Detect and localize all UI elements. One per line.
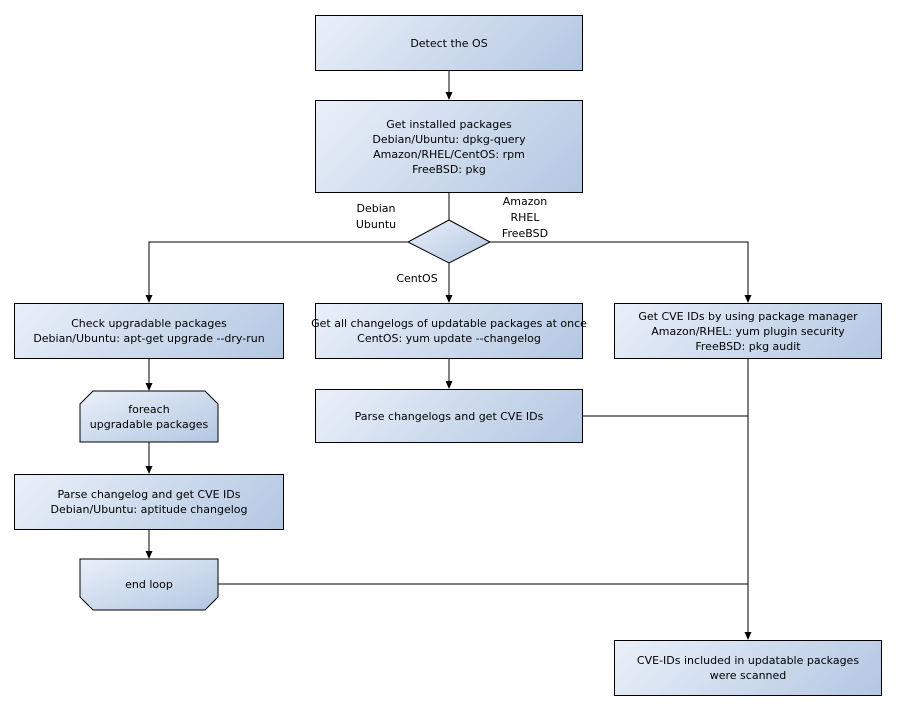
arrowhead [145, 295, 153, 303]
edge-label-line: FreeBSD [501, 227, 549, 240]
node-check-upgradable-packages: Check upgradable packages Debian/Ubuntu:… [14, 303, 284, 359]
arrowhead [445, 295, 453, 303]
edge-label-amazon-rhel-freebsd: Amazon RHEL FreeBSD [485, 194, 565, 242]
node-cve-ids-scanned: CVE-IDs included in updatable packages w… [614, 640, 882, 696]
end-loop-shape [79, 558, 219, 611]
node-text-line: FreeBSD: pkg [412, 162, 486, 176]
node-text-line: Debian/Ubuntu: apt-get upgrade --dry-run [33, 332, 265, 345]
node-text-line: Parse changelogs and get CVE IDs [354, 409, 544, 423]
edge-label-line: Debian [356, 202, 396, 215]
node-parse-changelog-get-cve: Parse changelog and get CVE IDs Debian/U… [14, 474, 284, 530]
node-get-cve-ids-package-manager: Get CVE IDs by using package manager Ama… [614, 303, 882, 359]
edge-label-line: RHEL [510, 211, 540, 224]
arrowhead [445, 92, 453, 100]
edge-label-debian-ubuntu: Debian Ubuntu [336, 201, 416, 233]
node-text-line: Get all changelogs of updatable packages… [311, 317, 587, 330]
node-text-line: CVE-IDs included in updatable packages [636, 654, 860, 667]
arrowhead [145, 466, 153, 474]
arrowhead [445, 381, 453, 389]
node-text-line: Debian/Ubuntu: dpkg-query [372, 132, 526, 146]
node-text-line: Amazon/RHEL: yum plugin security [651, 324, 845, 338]
node-text-line: CentOS: yum update --changelog [357, 332, 541, 345]
foreach-loop-shape [79, 390, 219, 443]
node-detect-os: Detect the OS [315, 15, 583, 71]
arrowhead [145, 551, 153, 559]
node-text-line: Detect the OS [410, 36, 488, 50]
os-decision-diamond [406, 219, 492, 264]
node-text-line: Debian/Ubuntu: aptitude changelog [50, 503, 248, 516]
edge-label-line: CentOS [396, 272, 438, 285]
node-text-line: Get installed packages [386, 117, 512, 131]
edge-label-centos: CentOS [388, 271, 446, 287]
node-get-installed-packages: Get installed packages Debian/Ubuntu: dp… [315, 100, 583, 193]
node-text-line: FreeBSD: pkg audit [695, 339, 801, 353]
edge-decision-getcve [490, 241, 749, 296]
edge-label-line: Amazon [502, 195, 548, 208]
node-text-line: Get CVE IDs by using package manager [638, 309, 858, 323]
node-text-line: Check upgradable packages [71, 317, 227, 330]
edge-decision-check [148, 241, 408, 296]
node-get-all-changelogs: Get all changelogs of updatable packages… [311, 303, 587, 359]
node-text-line: were scanned [709, 669, 787, 682]
arrowhead [744, 295, 752, 303]
arrowhead [744, 632, 752, 640]
node-parse-changelogs-get-cve: Parse changelogs and get CVE IDs [315, 389, 583, 443]
edge-label-line: Ubuntu [355, 218, 397, 231]
node-text-line: Amazon/RHEL/CentOS: rpm [373, 147, 525, 161]
node-text-line: Parse changelog and get CVE IDs [57, 488, 241, 501]
arrowhead [145, 383, 153, 391]
